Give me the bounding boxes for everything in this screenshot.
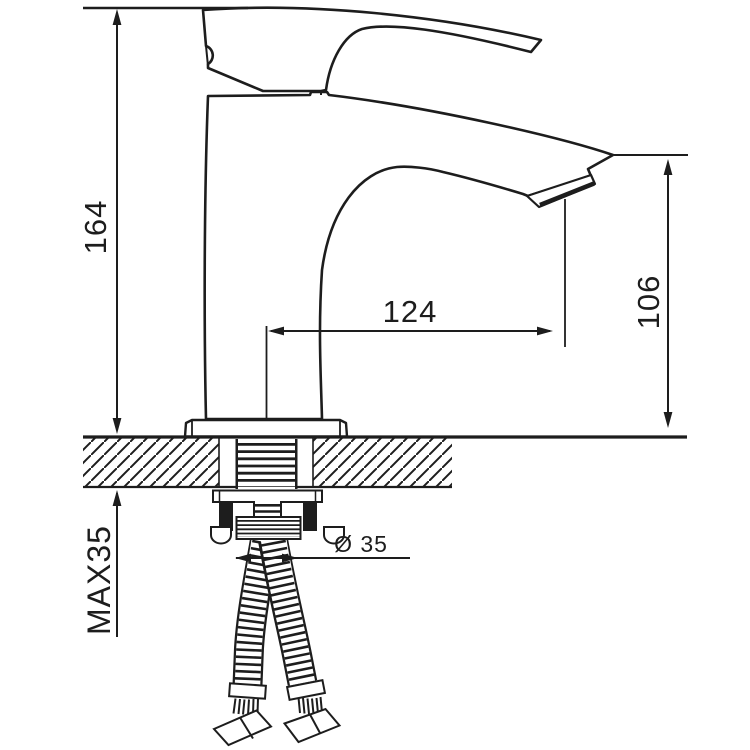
hose-left-ferrule (232, 698, 259, 716)
dim-106-arrow-down (663, 412, 673, 428)
dim-106-arrow-up (663, 159, 673, 175)
hose-right-nut-facet (309, 714, 321, 734)
hose-left-nut-facet (239, 716, 254, 740)
dim-106-label: 106 (631, 275, 666, 330)
counter-hatch-right (313, 437, 452, 487)
dim-dia35-arrow-left (235, 553, 251, 563)
dim-164-arrow-down (112, 418, 122, 434)
hose-fittings (212, 679, 342, 747)
mounting-hardware (210, 489, 345, 545)
hose-right-nut (282, 707, 342, 744)
dim-dia35-label: Ø 35 (334, 531, 388, 557)
bracket-end-left (210, 526, 232, 545)
dim-dia35-arrow-right (282, 553, 298, 563)
dim-124-label: 124 (383, 294, 438, 329)
faucet-body-spout (203, 90, 615, 421)
bracket-end-right (323, 526, 345, 545)
counter-hatch-left (83, 437, 219, 487)
dimension-layer (83, 6, 688, 637)
hose-left-nut (212, 709, 273, 747)
hose-left-collar (228, 682, 267, 700)
dim-124-arrow-right (537, 326, 553, 336)
dim-124-arrow-left (268, 326, 284, 336)
countertop-section (83, 437, 452, 489)
hose-right-ferrule (297, 696, 323, 715)
dim-164-label: 164 (78, 200, 113, 255)
dim-164-arrow-up (112, 9, 122, 25)
faucet-body-group (183, 6, 615, 438)
aerator (525, 173, 597, 209)
dimension-labels: 164 106 124 MAX35 Ø 35 (78, 200, 666, 635)
mounting-bolt-right (303, 502, 317, 531)
dim-max35-label: MAX35 (81, 525, 117, 635)
dim-max35-arrow-up (112, 490, 122, 506)
mounting-bolt-left (219, 502, 233, 531)
aerator-outlet-face (539, 181, 595, 208)
hose-right-collar (285, 679, 327, 701)
handle-button-chord (205, 45, 209, 67)
faucet-handle-lever (201, 6, 543, 93)
base-flange (183, 418, 349, 438)
supply-hoses (212, 516, 342, 747)
